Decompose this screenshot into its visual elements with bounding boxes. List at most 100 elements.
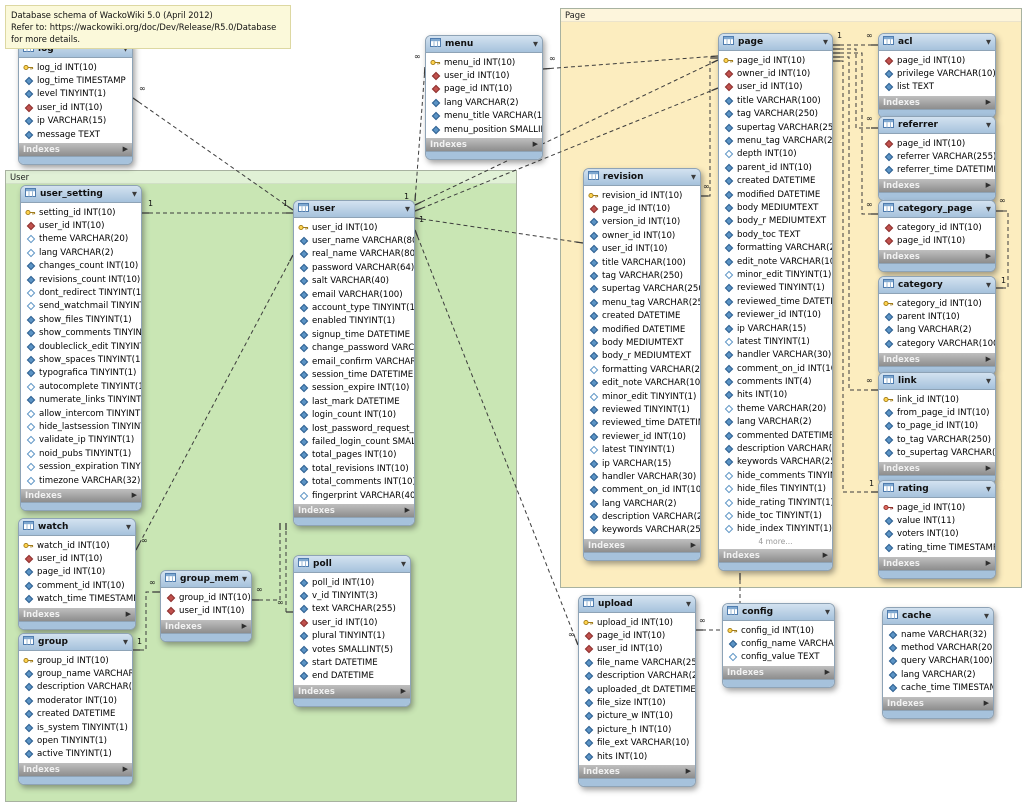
collapse-icon[interactable]: ▼ [986, 38, 991, 46]
collapse-icon[interactable]: ▼ [986, 281, 991, 289]
expand-icon[interactable]: ▶ [690, 541, 696, 550]
collapse-icon[interactable]: ▼ [825, 608, 830, 616]
field-row: user_id INT(10) [161, 604, 251, 617]
column-icon [298, 410, 309, 420]
nullable-column-icon [25, 248, 36, 258]
indexes-footer[interactable]: Indexes▶ [584, 539, 700, 553]
field-row: commented DATETIME [719, 429, 832, 442]
table-menu[interactable]: menu▼menu_id INT(10)user_id INT(10)page_… [425, 35, 543, 161]
table-title: menu [445, 39, 474, 49]
indexes-footer[interactable]: Indexes▶ [294, 504, 414, 518]
collapse-icon[interactable]: ▼ [123, 45, 128, 53]
indexes-footer[interactable]: Indexes▶ [19, 763, 132, 777]
field-label: page_id INT(10) [737, 55, 806, 66]
collapse-icon[interactable]: ▼ [126, 523, 131, 531]
expand-icon[interactable]: ▶ [983, 698, 989, 707]
table-poll[interactable]: poll▼poll_id INT(10)v_id TINYINT(3)text … [293, 555, 411, 708]
field-label: user_id INT(10) [597, 644, 663, 655]
indexes-footer[interactable]: Indexes▶ [426, 138, 542, 152]
column-icon [25, 369, 36, 378]
table-referrer[interactable]: referrer▼page_id INT(10)referrer VARCHAR… [878, 116, 996, 202]
expand-icon[interactable]: ▶ [985, 463, 991, 472]
collapse-icon[interactable]: ▼ [533, 40, 538, 48]
indexes-footer[interactable]: Indexes▶ [719, 549, 832, 563]
table-acl[interactable]: acl▼page_id INT(10)privilege VARCHAR(10)… [878, 33, 996, 119]
column-icon [723, 96, 734, 106]
indexes-footer[interactable]: Indexes▶ [579, 765, 695, 779]
collapse-icon[interactable]: ▼ [132, 190, 137, 198]
indexes-footer[interactable]: Indexes▶ [879, 179, 995, 193]
table-upload[interactable]: upload▼upload_id INT(10)page_id INT(10)u… [578, 595, 696, 788]
indexes-footer[interactable]: Indexes▶ [883, 696, 993, 710]
nullable-column-icon [25, 288, 36, 298]
indexes-footer[interactable]: Indexes▶ [879, 249, 995, 263]
field-label: theme VARCHAR(20) [737, 403, 827, 414]
table-group[interactable]: group▼group_id INT(10)group_name VARCHAR… [18, 633, 133, 786]
indexes-footer[interactable]: Indexes▶ [19, 143, 132, 157]
expand-icon[interactable]: ▶ [985, 558, 991, 567]
indexes-label: Indexes [25, 490, 62, 501]
collapse-icon[interactable]: ▼ [242, 575, 247, 583]
expand-icon[interactable]: ▶ [122, 145, 128, 154]
expand-icon[interactable]: ▶ [122, 765, 128, 774]
expand-icon[interactable]: ▶ [131, 491, 137, 500]
collapse-icon[interactable]: ▼ [405, 205, 410, 213]
more-fields-indicator[interactable]: 4 more... [758, 537, 793, 547]
table-revision[interactable]: revision▼revision_id INT(10)page_id INT(… [583, 168, 701, 562]
field-row: rating_time TIMESTAMP [879, 541, 995, 554]
collapse-icon[interactable]: ▼ [123, 638, 128, 646]
field-row: version_id INT(10) [584, 216, 700, 229]
indexes-footer[interactable]: Indexes▶ [879, 352, 995, 366]
indexes-footer[interactable]: Indexes▶ [723, 666, 834, 680]
foreign-key-icon [883, 223, 894, 232]
indexes-footer[interactable]: Indexes▶ [879, 96, 995, 110]
table-rating[interactable]: rating▼page_id INT(10)value INT(11)voter… [878, 480, 996, 579]
expand-icon[interactable]: ▶ [985, 251, 991, 260]
collapse-icon[interactable]: ▼ [986, 377, 991, 385]
field-label: description VARCHAR(250) [737, 444, 832, 455]
indexes-footer[interactable]: Indexes▶ [161, 619, 251, 633]
collapse-icon[interactable]: ▼ [986, 205, 991, 213]
field-row: user_id INT(10) [21, 219, 141, 232]
collapse-icon[interactable]: ▼ [986, 121, 991, 129]
collapse-icon[interactable]: ▼ [686, 600, 691, 608]
collapse-icon[interactable]: ▼ [984, 612, 989, 620]
expand-icon[interactable]: ▶ [985, 181, 991, 190]
collapse-icon[interactable]: ▼ [823, 38, 828, 46]
table-user[interactable]: user▼user_id INT(10)user_name VARCHAR(80… [293, 200, 415, 527]
expand-icon[interactable]: ▶ [125, 609, 131, 618]
indexes-footer[interactable]: Indexes▶ [294, 685, 410, 699]
collapse-icon[interactable]: ▼ [691, 173, 696, 181]
field-label: title VARCHAR(100) [737, 95, 821, 106]
table-group_member[interactable]: group_member▼group_id INT(10)user_id INT… [160, 570, 252, 642]
table-cache[interactable]: cache▼name VARCHAR(32)method VARCHAR(20)… [882, 607, 994, 719]
collapse-icon[interactable]: ▼ [401, 560, 406, 568]
table-title: user [313, 204, 336, 214]
table-category[interactable]: category▼category_id INT(10)parent INT(1… [878, 276, 996, 375]
indexes-footer[interactable]: Indexes▶ [19, 607, 135, 621]
expand-icon[interactable]: ▶ [685, 767, 691, 776]
expand-icon[interactable]: ▶ [985, 98, 991, 107]
expand-icon[interactable]: ▶ [824, 668, 830, 677]
table-watch[interactable]: watch▼watch_id INT(10)user_id INT(10)pag… [18, 518, 136, 630]
expand-icon[interactable]: ▶ [822, 551, 828, 560]
table-header: group▼ [19, 634, 132, 651]
table-page[interactable]: page▼page_id INT(10)owner_id INT(10)user… [718, 33, 833, 572]
expand-icon[interactable]: ▶ [241, 621, 247, 630]
expand-icon[interactable]: ▶ [985, 354, 991, 363]
cardinality-label: ∞ [699, 616, 706, 625]
expand-icon[interactable]: ▶ [532, 140, 538, 149]
collapse-icon[interactable]: ▼ [986, 485, 991, 493]
column-icon [298, 632, 309, 641]
table-config[interactable]: config▼config_id INT(10)config_name VARC… [722, 603, 835, 689]
table-link[interactable]: link▼link_id INT(10)from_page_id INT(10)… [878, 372, 996, 484]
table-category_page[interactable]: category_page▼category_id INT(10)page_id… [878, 200, 996, 272]
field-row: poll_id INT(10) [294, 576, 410, 589]
expand-icon[interactable]: ▶ [404, 506, 410, 515]
table-user_setting[interactable]: user_setting▼setting_id INT(10)user_id I… [20, 185, 142, 512]
indexes-footer[interactable]: Indexes ▶ [21, 489, 141, 503]
indexes-footer[interactable]: Indexes▶ [879, 461, 995, 475]
indexes-footer[interactable]: Indexes▶ [879, 556, 995, 570]
expand-icon[interactable]: ▶ [400, 687, 406, 696]
